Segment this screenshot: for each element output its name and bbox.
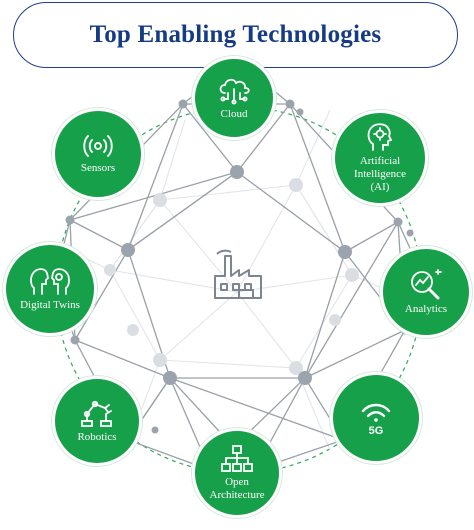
tech-label-robotics: Robotics bbox=[77, 431, 117, 443]
tech-label-ai: Artificial Intelligence (AI) bbox=[354, 155, 406, 193]
ai-head-gear-icon bbox=[363, 122, 397, 152]
svg-text:5G: 5G bbox=[369, 425, 384, 436]
tech-node-robotics[interactable]: Robotics bbox=[52, 376, 142, 466]
5g-wifi-icon: 5G bbox=[358, 400, 394, 436]
tech-node-ai[interactable]: Artificial Intelligence (AI) bbox=[332, 110, 428, 206]
digital-twins-icon bbox=[30, 266, 70, 296]
sensor-signal-icon bbox=[79, 133, 117, 159]
tech-label-digital-twins: Digital Twins bbox=[20, 299, 80, 311]
back-vertices bbox=[104, 178, 359, 375]
factory-icon bbox=[209, 246, 267, 309]
analytics-magnifier-icon bbox=[408, 268, 444, 300]
hierarchy-icon bbox=[220, 444, 254, 473]
cloud-network-icon bbox=[216, 75, 252, 105]
tech-node-sensors[interactable]: Sensors bbox=[52, 108, 144, 200]
tech-label-analytics: Analytics bbox=[404, 303, 448, 315]
tech-node-analytics[interactable]: Analytics bbox=[380, 246, 472, 338]
front-vertices bbox=[65, 99, 414, 475]
tech-node-open-architecture[interactable]: Open Architecture bbox=[192, 428, 282, 518]
robot-arm-icon bbox=[79, 398, 115, 428]
tech-node-cloud[interactable]: Cloud bbox=[192, 56, 276, 140]
tech-label-cloud: Cloud bbox=[220, 108, 248, 120]
tech-node-5g[interactable]: 5G bbox=[330, 372, 422, 464]
tech-label-open-architecture: Open Architecture bbox=[209, 475, 265, 501]
tech-label-sensors: Sensors bbox=[80, 162, 116, 174]
tech-node-digital-twins[interactable]: Digital Twins bbox=[3, 242, 97, 336]
page-title: Top Enabling Technologies bbox=[89, 21, 382, 48]
